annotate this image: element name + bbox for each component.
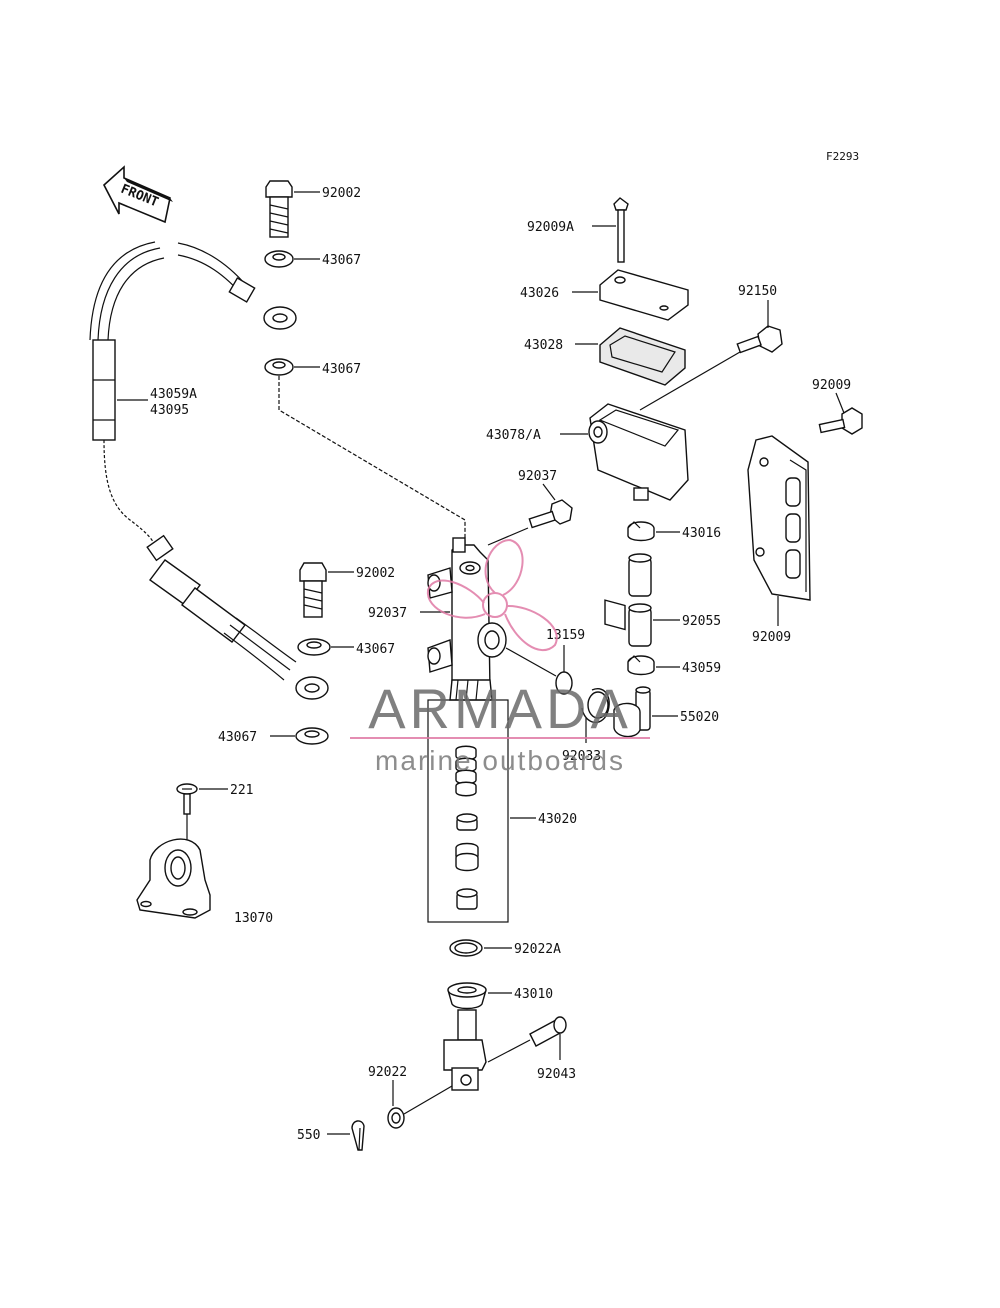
bracket-13070 [136,838,211,919]
bolt-92150 [736,325,783,354]
washer-43067-c [297,638,331,656]
part-label-92043: 92043 [537,1067,576,1082]
washer-43067-d [295,727,329,745]
part-label-43028: 43028 [524,338,563,353]
circlip-92022A [449,939,483,957]
part-label-43078A: 43078/A [486,428,541,443]
cap-43026 [599,269,689,321]
cotter-pin-550 [351,1120,365,1151]
part-label-43016: 92037 [368,606,407,621]
diaphragm-43028 [599,327,686,386]
part-label-92009A: 92009A [527,220,574,235]
clamp-92037-a [627,521,655,542]
front-arrow: FRONT [103,165,173,224]
washer-92022 [387,1107,405,1129]
part-label-92033: 92033 [562,749,601,764]
screw-92009-center [528,499,573,529]
washer-43067-b [264,358,294,376]
propeller-logo [426,538,558,652]
part-label-13159: 55020 [680,710,719,725]
part-label-92150: 92150 [738,284,777,299]
part-label-43020: 43020 [538,812,577,827]
guard-55020 [747,435,811,601]
part-label-43059: 92055 [682,614,721,629]
banjo-bolt-mid [299,562,327,618]
screw-92009A [613,197,629,263]
part-label-92022A: 92022A [514,942,561,957]
part-label-43010: 43010 [514,987,553,1002]
piston-kit-43020 [427,699,509,923]
clamp-92037-b [627,655,655,676]
part-label-43095: 43095 [150,403,189,418]
part-label-92009-right: 92009 [812,378,851,393]
part-label-13070: 13070 [234,911,273,926]
brake-hose [89,241,329,700]
hose-43059 [628,553,652,647]
reservoir-43078A [588,403,689,631]
screw-92009-right [818,407,863,435]
part-label-92037-a: 43016 [682,526,721,541]
watermark-tagline: marine outboards [375,745,625,776]
part-label-92037-b: 43059 [682,661,721,676]
washer-43067-a [264,250,294,268]
watermark: ARMADA marine outboards [350,538,650,776]
fitting-13159 [613,686,651,738]
master-cylinder-43016 [427,537,507,701]
clevis-pin-92043 [529,1016,567,1047]
part-label-43067-a: 43067 [322,253,361,268]
watermark-brand: ARMADA [368,677,632,740]
figure-code: F2293 [826,150,859,163]
part-label-43026: 43026 [520,286,559,301]
part-label-92055: 13159 [546,628,585,643]
part-label-92002-mid: 92002 [356,566,395,581]
part-label-92009-center: 92037 [518,469,557,484]
part-label-43067-d: 43067 [218,730,257,745]
part-label-43059A: 43059A [150,387,197,402]
push-rod-43010 [443,982,487,1091]
part-label-92002-top: 92002 [322,186,361,201]
circlip-92033 [581,688,610,724]
part-label-55020: 92009 [752,630,791,645]
part-label-550: 550 [297,1128,320,1143]
part-label-43067-c: 43067 [356,642,395,657]
part-label-221: 221 [230,783,253,798]
part-label-92022: 92022 [368,1065,407,1080]
part-label-43067-b: 43067 [322,362,361,377]
banjo-bolt-top [265,180,293,238]
